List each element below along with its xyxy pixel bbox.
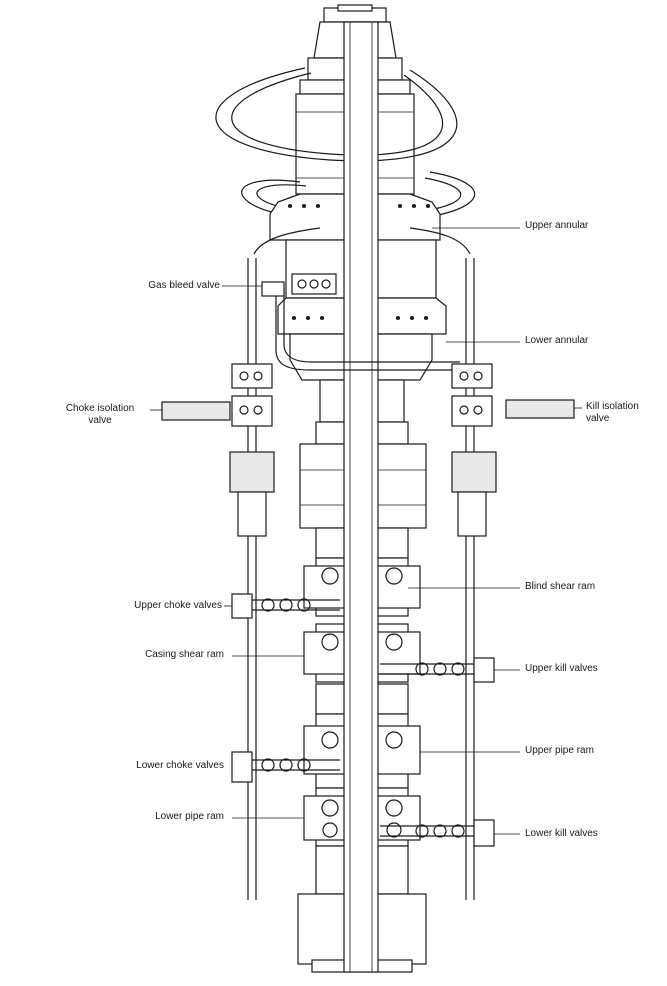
- bolt-rows: [288, 204, 430, 320]
- leader-lines: [150, 227, 582, 835]
- lower-kill-valve-assembly: [380, 819, 495, 847]
- label-gas-bleed-valve: Gas bleed valve: [148, 280, 220, 291]
- lower-choke-valve-assembly: [231, 751, 340, 783]
- label-lower-kill-valves: Lower kill valves: [525, 828, 598, 839]
- label-lower-pipe-ram: Lower pipe ram: [155, 811, 224, 822]
- label-upper-pipe-ram: Upper pipe ram: [525, 745, 594, 756]
- label-choke-isolation-line1: Choke isolation: [65, 403, 135, 414]
- label-choke-isolation-valve: Choke isolation valve: [50, 403, 150, 427]
- label-kill-isolation-valve: Kill isolation valve: [586, 401, 639, 425]
- label-choke-isolation-line2: valve: [88, 415, 112, 426]
- kill-isolation-valve: [451, 363, 575, 493]
- label-kill-isolation-line2: valve: [586, 413, 610, 424]
- label-upper-kill-valves: Upper kill valves: [525, 663, 598, 674]
- ram-bonnet-circles: [321, 567, 403, 838]
- label-upper-annular: Upper annular: [525, 220, 589, 231]
- central-bore: [343, 21, 379, 973]
- gas-bleed-line: [261, 273, 460, 371]
- line-valve-bodies: [237, 491, 487, 537]
- label-casing-shear-ram: Casing shear ram: [145, 649, 224, 660]
- label-upper-choke-valves: Upper choke valves: [134, 600, 222, 611]
- label-kill-isolation-line1: Kill isolation: [586, 401, 639, 412]
- label-lower-choke-valves: Lower choke valves: [136, 760, 224, 771]
- choke-isolation-valve: [161, 363, 275, 493]
- label-blind-shear-ram: Blind shear ram: [525, 581, 596, 592]
- label-lower-annular: Lower annular: [525, 335, 589, 346]
- upper-kill-valve-assembly: [380, 657, 495, 683]
